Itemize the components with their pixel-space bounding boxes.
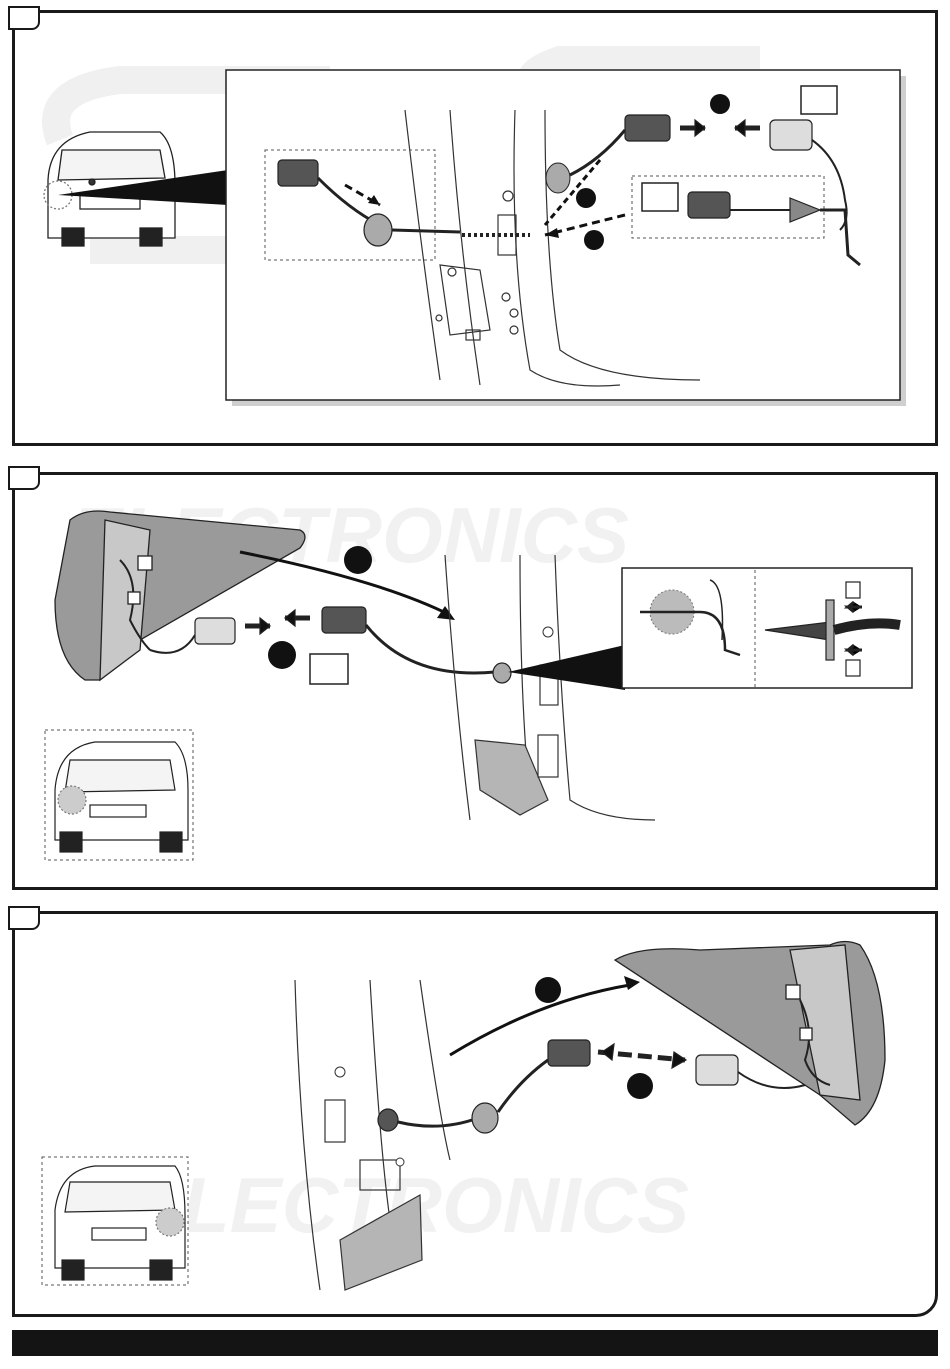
- footer-bar: [12, 1330, 938, 1356]
- callout-dot-low: [584, 230, 604, 250]
- callout-dot-mid: [576, 188, 596, 208]
- step-2-number-tab: [8, 466, 40, 490]
- panel-step-2: [12, 472, 938, 890]
- step-3-number-tab: [8, 906, 40, 930]
- panel-step-3: [12, 911, 938, 1317]
- label-box-top: [801, 86, 837, 114]
- label-box-right: [642, 183, 678, 211]
- callout-dot-top: [710, 94, 730, 114]
- grommet-pillar-1: [546, 163, 570, 193]
